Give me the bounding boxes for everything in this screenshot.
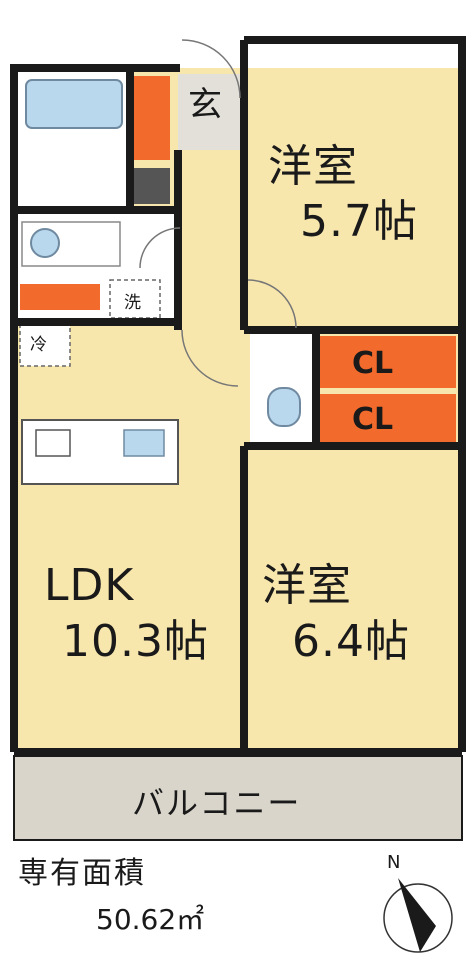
storage-orange-1: [134, 76, 170, 160]
area-title: 専有面積: [18, 856, 146, 891]
walls: [10, 36, 466, 756]
western-room-1-name: 洋室: [268, 141, 358, 192]
storage-orange-2: [20, 284, 100, 310]
western-room-2-size: 6.4帖: [292, 616, 410, 667]
closet-2: [320, 394, 456, 444]
balcony-label: バルコニー: [132, 784, 302, 822]
western-room-2-name: 洋室: [262, 560, 352, 611]
toilet-icon: [267, 387, 301, 427]
bathtub: [25, 79, 123, 129]
entrance-area: [178, 74, 240, 150]
laundry-label: 洗: [124, 293, 141, 313]
western-room-1-size: 5.7帖: [300, 196, 418, 247]
closet-2-label: CL: [352, 402, 394, 437]
compass-icon: [383, 878, 453, 953]
closet-1: [320, 336, 456, 388]
fridge-area: [19, 321, 71, 367]
door-swings: [139, 39, 297, 387]
ldk-name: LDK: [44, 560, 135, 611]
fridge-label: 冷: [30, 335, 47, 355]
north-label: N: [387, 852, 401, 873]
entrance-label: 玄: [188, 85, 222, 125]
ldk-size: 10.3帖: [62, 616, 209, 667]
area-value: 50.62㎡: [96, 903, 205, 936]
dark-block: [134, 168, 170, 204]
wash-counter: [21, 221, 121, 267]
washbasin-icon: [30, 228, 60, 258]
kitchen-sink: [123, 429, 165, 457]
kitchen-stove: [35, 429, 71, 457]
closet-1-label: CL: [352, 346, 394, 381]
balcony-area: [13, 755, 463, 841]
